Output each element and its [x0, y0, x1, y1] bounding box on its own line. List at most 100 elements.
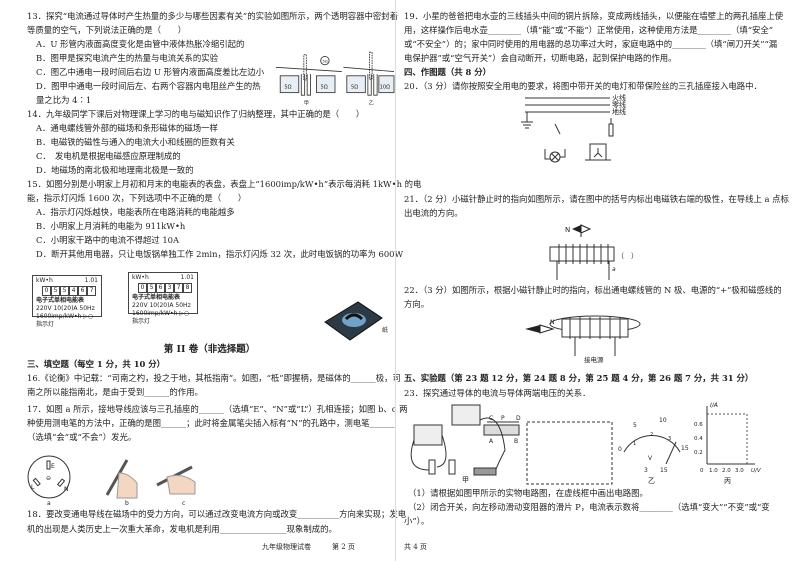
q21-electromagnet-figure: N （ ） a [549, 224, 638, 280]
y-axis-label: I/A [710, 402, 718, 409]
resistor-label: 5Ω [351, 84, 358, 90]
meter-code: 1.01 [180, 274, 194, 281]
digit: 3 [165, 283, 174, 293]
figure-label: 甲 [304, 100, 309, 106]
scale-10: 10 [659, 417, 667, 424]
figure-yi-label: 乙 [648, 477, 655, 485]
digit: 0 [138, 283, 147, 293]
meter-lamp: 指示灯 [132, 318, 151, 325]
q23-sub1: （1）请根据如图甲所示的实物电路图，在虚线框中画出电路图。 [408, 488, 648, 498]
resistor-label: 5Ω [284, 84, 291, 90]
q15-option-c: C．小明家干路中的电流不得超过 10A [36, 235, 180, 245]
resistor-label: 5Ω [322, 58, 327, 63]
q17-stem: 17．如图 a 所示，接地导线应该与三孔插座的______（选填“E”、“N”或… [27, 404, 408, 414]
digit: 6 [156, 283, 165, 293]
point-a-label: a [612, 266, 616, 273]
digit: 5 [51, 286, 60, 296]
socket-e-label: E [51, 463, 55, 470]
q19-stem-cont2: 或“不安全”）的；家中同时使用的用电器的总功率过大时，家庭电路中的_______… [404, 39, 778, 49]
meter-name: 电子式单相电能表 [36, 297, 85, 304]
section5-title: 五、实验题（第 23 题 12 分，第 24 题 8 分，第 25 题 4 分，… [404, 373, 754, 383]
figure-a-label: a [47, 500, 51, 507]
pole-bracket: （ ） [617, 252, 638, 260]
column-divider [395, 0, 396, 561]
q16-stem-cont: 南之所以能指南北，是由于受到______的作用。 [27, 387, 203, 397]
terminal-15-label: 15 [660, 467, 668, 474]
meter-lamp: 指示灯 [36, 321, 55, 328]
q13-option-c: C．图乙中通电一段时间后右边 U 形管内液面高度差比左边小 [36, 67, 265, 77]
q15-stem: 15．如图分别是小明家上月初和月末的电能表的表盘，表盘上“1600imp/kW•… [27, 179, 422, 189]
q21-stem-cont: 出电流的方向。 [404, 208, 463, 218]
scale-3: 3 [668, 436, 671, 442]
q14-stem: 14．九年级同学下课后对物理课上学习的电与磁知识作了归纳整理，其中正确的是（ ） [27, 109, 365, 119]
q22-stem: 22．（3 分）如图所示，根据小磁针静止时的指向，标出通电螺线管的 N 极、电源… [404, 285, 782, 295]
figure-label: 乙 [369, 99, 374, 106]
q23-stem: 23．探究通过导体的电流与导体两端电压的关系． [404, 388, 591, 398]
q19-stem: 19．小星的爸爸把电水壶的三线插头中间的铜片拆除，变成两线插头，以便能在墙壁上的… [404, 11, 784, 21]
meter-unit: kW•h [132, 274, 149, 281]
q22-stem-cont: 方向。 [404, 299, 430, 309]
meter-spec: 220V 10(20)A 50Hz [132, 302, 191, 309]
q13-option-d-cont: 量之比为 4∶1 [36, 95, 92, 105]
svg-text:⊖: ⊖ [46, 475, 51, 482]
resistor-label: 10Ω [380, 84, 390, 90]
compass-sinan-image: 纸 [324, 301, 388, 341]
q13-option-b: B．图甲是探究电流产生的热量与电流关系的实验 [36, 53, 219, 63]
y-tick-0.4: 0.4 [694, 436, 703, 442]
q14-option-d: D．地磁场的南北极和地理南北极是一致的 [36, 165, 194, 175]
digit: 4 [69, 286, 78, 296]
q20-circuit-figure: 火线 零线 地线 [521, 93, 626, 163]
scale-1: 1 [633, 441, 636, 447]
meter-code: 1.01 [84, 277, 98, 284]
figure-b-label: b [125, 500, 129, 507]
voltmeter-v-label: V [648, 455, 653, 462]
q18-stem-cont: 机的出现是人类历史上一次重大革命，发电机是利用________________现… [27, 524, 337, 534]
power-label: 接电源 [584, 355, 604, 364]
footer-page-right: 共 4 页 [404, 543, 427, 551]
x-tick-3.0: 3.0 [735, 468, 744, 474]
y-tick-0.2: 0.2 [694, 450, 703, 456]
q23-sub2: （2）闭合开关，向左移动滑动变阻器的滑片 P，电流表示数将________（选填… [408, 502, 770, 512]
live-wire-label: 火线 [612, 93, 626, 102]
q13-stem: 13．探究“电流通过导体时产生热量的多少与哪些因素有关”的实验如图所示，两个透明… [27, 11, 398, 21]
q14-option-c: C． 发电机是根据电磁感应原理制成的 [36, 151, 181, 161]
digit: 7 [87, 286, 96, 296]
meter-spec: 220V 10(20)A 50Hz [36, 305, 95, 312]
figure-jia-label: 甲 [462, 476, 469, 484]
needle-n-label: N [565, 226, 570, 234]
rheostat-d-label: D [516, 415, 521, 422]
q17-stem-cont: 种使用测电笔的方法中，正确的是图______；此时将金属笔尖插入标有“N”的孔路… [27, 418, 395, 428]
q13-stem-cont: 等质量的空气，下列说法正确的是（ ） [27, 25, 187, 35]
x-axis-label: U/V [751, 468, 762, 474]
q13-option-a: A．U 形管内液面高度变化是由管中液体热胀冷缩引起的 [36, 39, 245, 49]
q16-stem: 16.《论衡》中记载：“司南之杓，投之于地，其柢指南”。如图，“柢”即握柄，是磁… [27, 373, 401, 383]
part2-title: 第 II 卷（非选择题） [163, 344, 256, 355]
figure-bing-label: 丙 [724, 477, 731, 485]
socket-n-label: N [64, 486, 69, 493]
figure-c-label: c [182, 500, 185, 507]
x-tick-1.0: 1.0 [709, 468, 718, 474]
q15-stem-cont: 能，指示灯闪烁 1600 次，下列选项中不正确的是（ ） [27, 193, 247, 203]
digit: 5 [147, 283, 156, 293]
scale-5: 5 [633, 422, 637, 429]
scale-0: 0 [618, 446, 622, 453]
meter-imp: 1600imp/kW•h [132, 310, 178, 317]
footer-page-left: 九年级物理试卷 第 2 页 [262, 543, 355, 551]
digit: 6 [78, 286, 87, 296]
neutral-wire-label: 零线 [612, 100, 626, 109]
q14-option-a: A．通电螺线管外部的磁场和条形磁体的磁场一样 [36, 123, 218, 133]
digit: 8 [183, 283, 192, 293]
q23-sub2-cont: 小”）。 [404, 516, 430, 526]
origin-label: 0 [700, 468, 704, 474]
digit: 0 [42, 286, 51, 296]
q17-socket-and-testpen-figure: E L N ⊖ a b c [27, 455, 196, 507]
socket-l-label: L [31, 484, 35, 491]
q14-option-b: B．电磁铁的磁性与通入的电流大小和线圈的匝数有关 [36, 137, 235, 147]
q17-stem-cont2: （选填“会”或“不会”）发光。 [27, 432, 137, 442]
q21-stem: 21．（2 分）小磁针静止时的指向如图所示，请在图中的括号内标出电磁铁右端的极性… [404, 194, 789, 204]
compass-label: 纸 [382, 326, 388, 334]
q13-apparatus-figure: 5Ω 5Ω 5Ω 5Ω 10Ω 甲 乙 [275, 51, 395, 106]
